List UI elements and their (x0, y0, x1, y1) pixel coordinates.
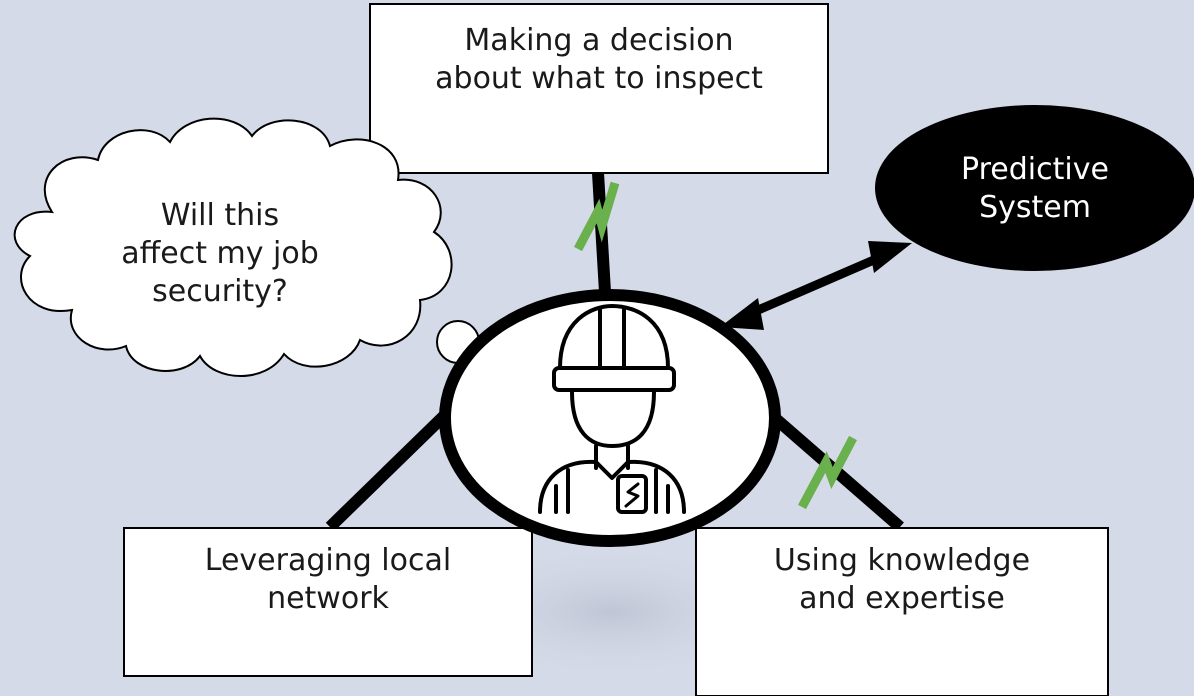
knowledge-label-line-2: and expertise (799, 581, 1005, 616)
decision-label-line-1: Making a decision (464, 23, 734, 58)
decision-label: Making a decision about what to inspect (370, 22, 828, 98)
thought-line-1: Will this (160, 198, 280, 233)
thought-line-3: security? (152, 274, 288, 309)
thought-cloud (13, 117, 453, 377)
network-label-line-2: network (267, 581, 389, 616)
box-network (123, 527, 533, 677)
predictive-system-label: Predictive System (900, 151, 1170, 227)
worker-node (439, 289, 781, 547)
connector-left (325, 407, 453, 532)
network-label: Leveraging local network (124, 542, 532, 618)
knowledge-label: Using knowledge and expertise (696, 542, 1108, 618)
lightning-break-icon (798, 435, 857, 510)
lightning-break-icon (574, 181, 620, 252)
thought-text: Will this affect my job security? (100, 197, 340, 311)
box-knowledge (695, 527, 1109, 696)
predictive-system-line-2: System (979, 190, 1091, 225)
thought-line-2: affect my job (121, 236, 319, 271)
predictive-system-node (875, 105, 1194, 271)
predictive-system-line-1: Predictive (961, 152, 1109, 187)
box-decision (369, 3, 829, 174)
knowledge-label-line-1: Using knowledge (773, 543, 1031, 578)
network-label-line-1: Leveraging local (204, 543, 452, 578)
bidirectional-arrow (720, 241, 912, 330)
decision-label-line-2: about what to inspect (435, 61, 763, 96)
construction-worker-icon (538, 304, 686, 514)
